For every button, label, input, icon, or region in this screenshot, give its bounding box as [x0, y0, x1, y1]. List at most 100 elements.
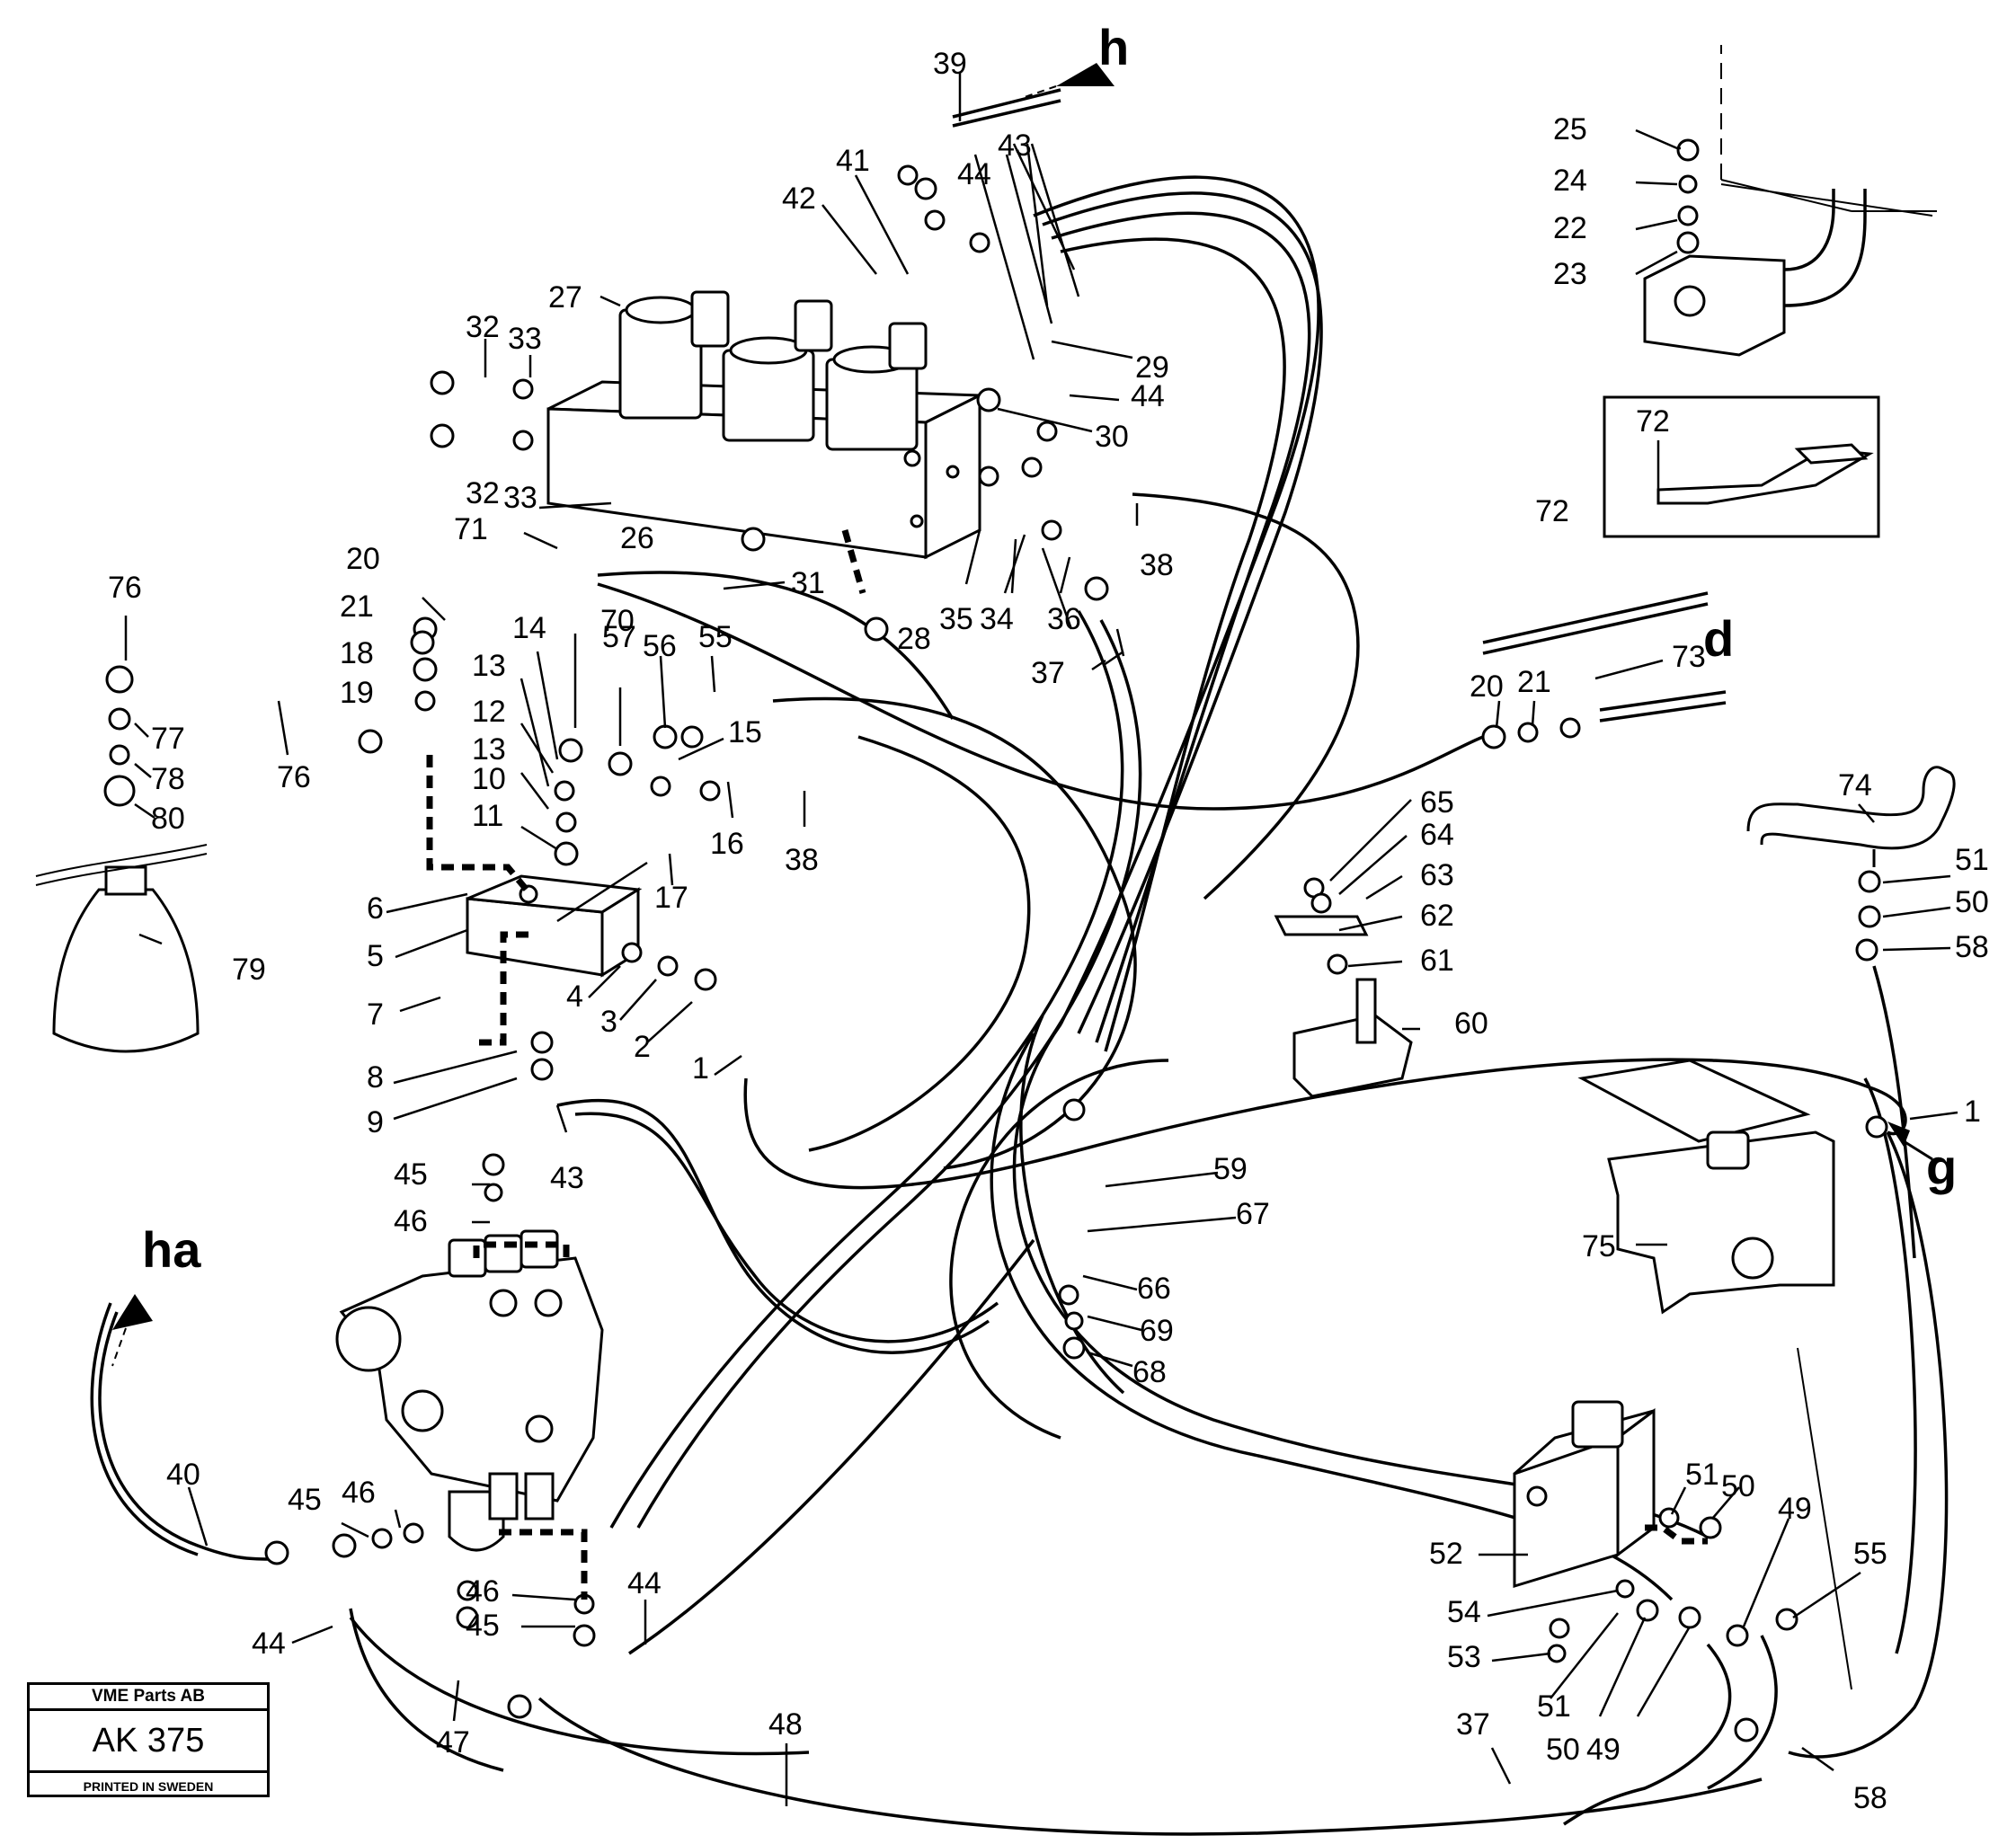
part-label: 46 — [394, 1204, 428, 1238]
part-label: 71 — [454, 512, 488, 546]
part-label: 57 — [602, 620, 636, 654]
stamp-printed: PRINTED IN SWEDEN — [83, 1779, 214, 1794]
part-label: 22 — [1553, 211, 1587, 245]
valve-block — [466, 874, 643, 978]
part-label: 35 — [939, 602, 973, 636]
part-label: 62 — [1420, 899, 1454, 933]
connection-ref: d — [1703, 610, 1734, 667]
part-label: 61 — [1420, 944, 1454, 978]
part-label: 44 — [627, 1566, 662, 1600]
part-label: 43 — [550, 1161, 584, 1195]
solenoid-valve — [1513, 1400, 1656, 1589]
direction-arrows — [111, 63, 1933, 1367]
manifold-block — [546, 290, 981, 560]
connection-ref: g — [1926, 1139, 1957, 1195]
part-label: 16 — [710, 827, 744, 861]
part-label: 25 — [1553, 112, 1587, 146]
part-label: 54 — [1447, 1595, 1481, 1629]
part-label: 55 — [1853, 1537, 1887, 1571]
part-label: 13 — [472, 649, 506, 683]
part-label: 10 — [472, 762, 506, 796]
part-label: 44 — [1131, 379, 1165, 413]
part-label: 79 — [232, 953, 266, 987]
arrow-h-icon — [1056, 63, 1115, 86]
part-label: 4 — [566, 980, 583, 1014]
part-label: 50 — [1721, 1469, 1755, 1503]
connection-letters: h ha d g — [142, 19, 1957, 1278]
part-label: 45 — [288, 1483, 322, 1517]
part-label: 45 — [394, 1157, 428, 1192]
part-label: 21 — [340, 590, 374, 624]
part-label: 38 — [785, 843, 819, 877]
part-label: 7 — [367, 997, 384, 1032]
part-label: 23 — [1553, 257, 1587, 291]
part-label: 60 — [1454, 1006, 1488, 1041]
arrow-ha-icon — [112, 1294, 153, 1330]
pedal-valve — [1577, 1059, 1835, 1315]
part-label: 17 — [654, 881, 688, 915]
part-label: 32 — [466, 476, 500, 510]
part-label: 46 — [342, 1476, 376, 1510]
part-label: 50 — [1955, 885, 1989, 919]
part-label: 68 — [1132, 1355, 1167, 1389]
leader-lines — [124, 72, 1958, 1806]
part-label: 27 — [548, 280, 582, 315]
part-label: 72 — [1636, 404, 1670, 439]
part-label: 20 — [1470, 669, 1504, 704]
part-number-labels: 39 41 42 43 44 27 32 33 32 33 26 71 29 4… — [108, 47, 1989, 1815]
part-label: 55 — [698, 620, 733, 654]
part-label: 49 — [1778, 1492, 1812, 1526]
part-label: 31 — [791, 566, 825, 600]
part-label: 44 — [252, 1627, 286, 1661]
part-label: 59 — [1213, 1152, 1248, 1186]
part-label: 44 — [957, 157, 991, 191]
part-label: 58 — [1955, 930, 1989, 964]
part-label: 63 — [1420, 858, 1454, 892]
part-label: 67 — [1236, 1197, 1270, 1231]
stamp-company: VME Parts AB — [30, 1685, 267, 1711]
part-label: 40 — [166, 1458, 200, 1492]
part-label: 37 — [1456, 1707, 1490, 1742]
part-label: 11 — [472, 799, 503, 833]
control-valve-assembly — [335, 1229, 604, 1552]
stamp-code: AK 375 — [30, 1711, 267, 1773]
inset-panel — [1603, 395, 1880, 538]
part-label: 37 — [1031, 656, 1065, 690]
part-label: 65 — [1420, 785, 1454, 820]
connection-ref: ha — [142, 1221, 201, 1278]
part-label: 19 — [340, 676, 374, 710]
part-label: 41 — [836, 144, 870, 178]
part-label: 3 — [600, 1005, 617, 1039]
part-label: 32 — [466, 310, 500, 344]
part-label: 28 — [897, 622, 931, 656]
part-label: 51 — [1537, 1689, 1571, 1724]
part-label: 12 — [472, 695, 506, 729]
part-label: 51 — [1955, 843, 1989, 877]
hose-lines — [90, 45, 1949, 1836]
part-label: 45 — [466, 1609, 500, 1643]
part-label: 30 — [1095, 420, 1129, 454]
part-label: 14 — [512, 611, 546, 645]
part-label: 21 — [1517, 665, 1551, 699]
part-label: 39 — [933, 47, 967, 81]
fittings — [103, 138, 1888, 1742]
part-label: 24 — [1553, 164, 1587, 198]
part-label: 76 — [277, 760, 311, 794]
connection-ref: h — [1098, 19, 1129, 75]
publisher-stamp: VME Parts AB AK 375 PRINTED IN SWEDEN — [27, 1682, 270, 1797]
part-label: 80 — [151, 802, 185, 836]
part-label: 74 — [1838, 768, 1872, 802]
part-label: 78 — [151, 762, 185, 796]
part-label: 77 — [151, 722, 185, 756]
part-label: 69 — [1140, 1314, 1174, 1348]
part-label: 46 — [466, 1574, 500, 1609]
part-label: 73 — [1672, 640, 1706, 674]
part-label: 58 — [1853, 1781, 1887, 1815]
part-label: 49 — [1586, 1733, 1621, 1767]
part-label: 5 — [367, 939, 384, 973]
part-label: 52 — [1429, 1537, 1463, 1571]
part-label: 36 — [1047, 602, 1081, 636]
bracket — [1274, 915, 1413, 1098]
part-label: 13 — [472, 732, 506, 767]
